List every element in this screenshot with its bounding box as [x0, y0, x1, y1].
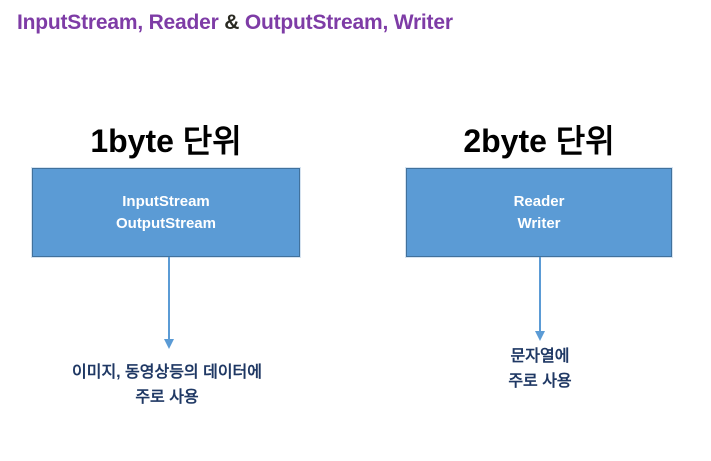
box-line-2: OutputStream — [115, 214, 216, 232]
slide-title-ampersand: & — [224, 11, 240, 34]
arrow-shaft — [168, 257, 170, 339]
slide-title-part2: OutputStream, Writer — [239, 11, 453, 34]
column-heading-1byte: 1byte 단위 — [90, 123, 242, 159]
down-arrow-icon-left — [163, 257, 175, 349]
arrow-head — [535, 331, 545, 341]
down-arrow-icon-right — [534, 257, 546, 341]
caption-byte-stream-usage: 이미지, 동영상등의 데이터에 주로 사용 — [29, 361, 305, 411]
box-reader-writer: Reader Writer — [406, 168, 672, 257]
column-heading-2byte: 2byte 단위 — [463, 123, 615, 159]
caption-line-1: 이미지, 동영상등의 데이터에 — [72, 364, 262, 381]
slide-title: InputStream, Reader & OutputStream, Writ… — [17, 11, 453, 35]
arrow-shaft — [539, 257, 541, 331]
caption-line-2: 주로 사용 — [508, 372, 572, 390]
box-line-2: Writer — [517, 214, 561, 232]
box-line-1: Reader — [513, 192, 565, 210]
arrow-head — [164, 339, 174, 349]
caption-char-stream-usage: 문자열에 주로 사용 — [421, 345, 659, 395]
box-inputstream-outputstream: InputStream OutputStream — [32, 168, 300, 257]
box-line-1: InputStream — [122, 192, 210, 210]
slide-title-part1: InputStream, Reader — [17, 11, 225, 34]
caption-line-1: 문자열에 — [510, 348, 570, 365]
caption-line-2: 주로 사용 — [135, 388, 199, 406]
